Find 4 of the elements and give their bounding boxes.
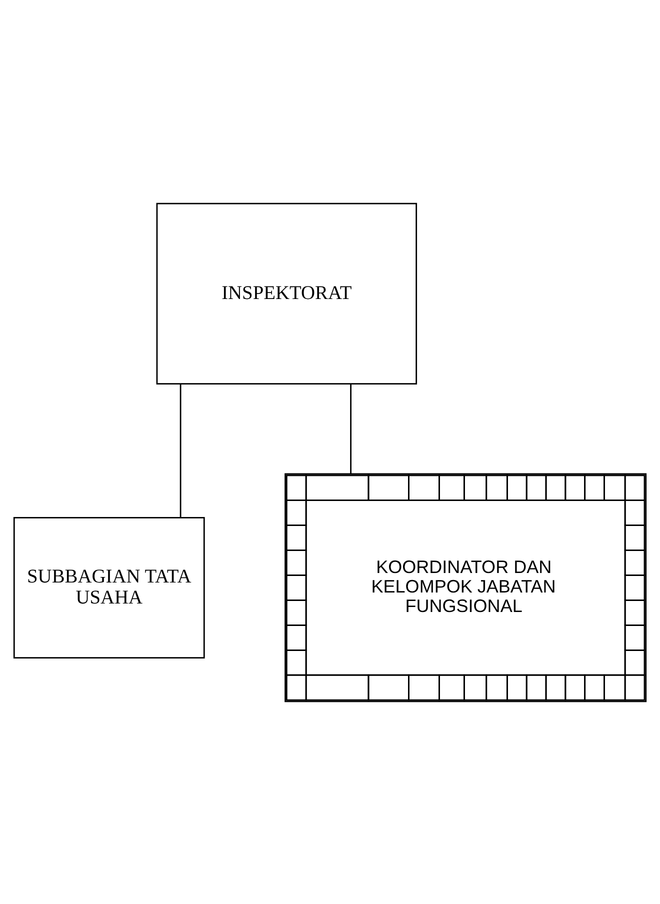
connector [350,383,352,474]
node-box: INSPEKTORAT [156,202,418,384]
connector [180,383,182,517]
node-box: SUBBAGIAN TATA USAHA [13,516,205,658]
